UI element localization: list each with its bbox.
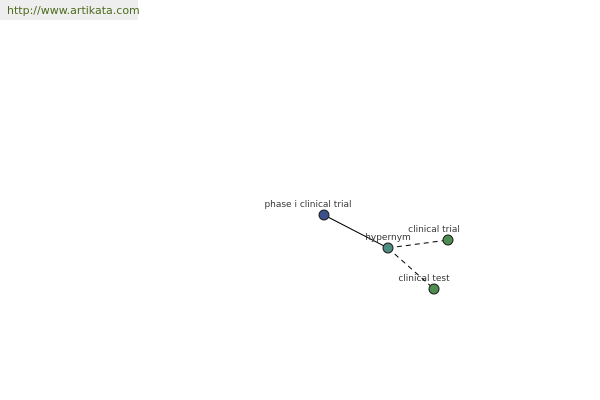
node-clinical-trial[interactable]: clinical trial — [408, 225, 460, 246]
node-label: clinical test — [398, 274, 450, 284]
edge-phase-to-hypernym — [323, 214, 389, 249]
url-banner: http://www.artikata.com — [0, 0, 140, 20]
node-clinical-test[interactable]: clinical test — [398, 274, 450, 295]
node-phase-i-clinical-trial[interactable]: phase i clinical trial — [264, 200, 352, 221]
edge-hypernym-to-clinical-trial — [387, 239, 449, 249]
node-label: clinical trial — [408, 225, 460, 235]
node-hypernym[interactable]: hypernym — [365, 233, 411, 254]
node-label: hypernym — [365, 233, 411, 243]
node-circle — [382, 242, 394, 254]
node-label: phase i clinical trial — [264, 200, 351, 210]
edge-hypernym-to-clinical-test — [387, 247, 435, 290]
url-link[interactable]: http://www.artikata.com — [7, 4, 140, 17]
node-circle — [428, 283, 440, 295]
node-circle — [318, 209, 330, 221]
node-circle — [442, 234, 454, 246]
